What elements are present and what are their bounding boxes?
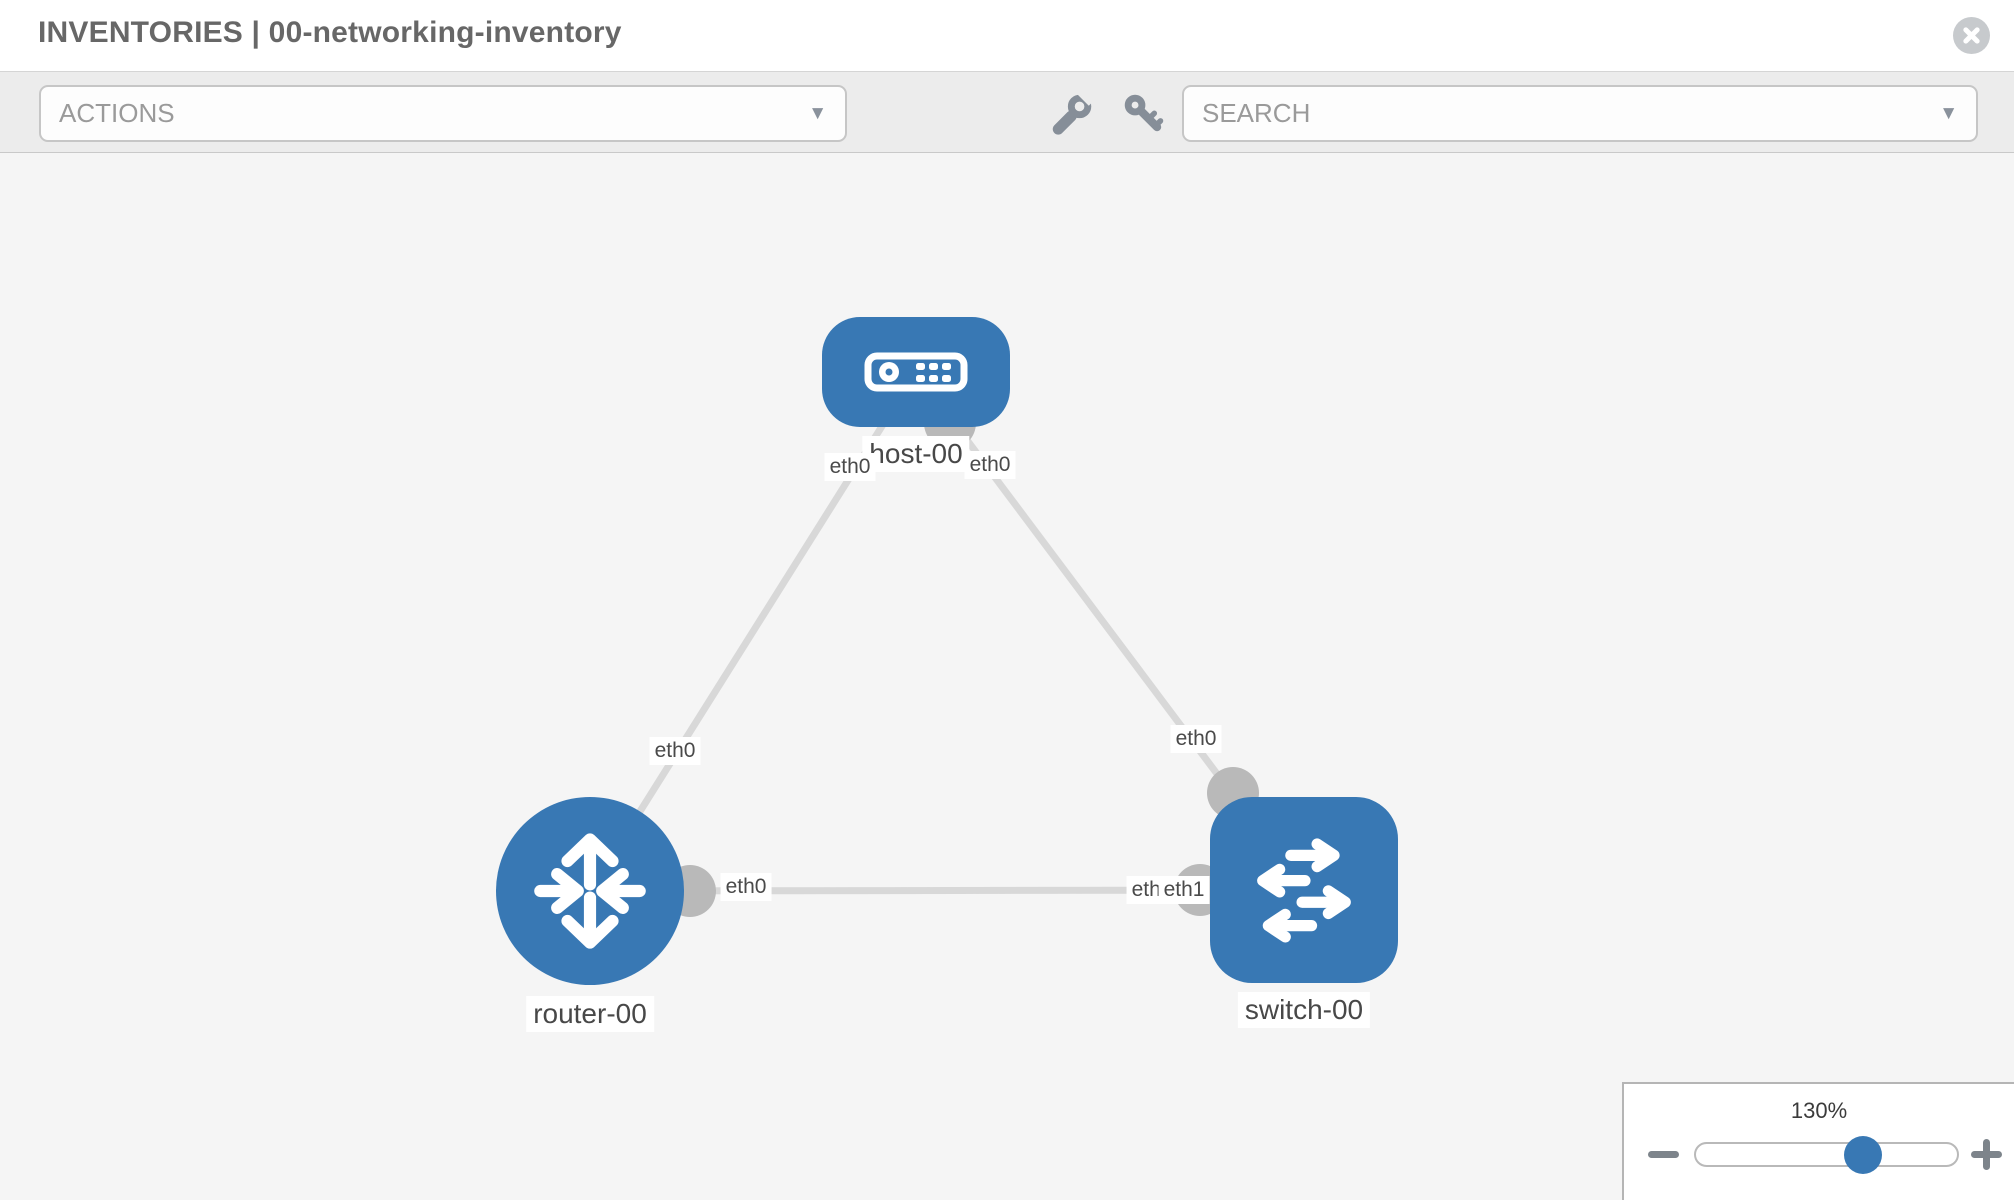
iface-label-switch-eth0-top: eth0 bbox=[1170, 725, 1222, 753]
links-layer bbox=[587, 369, 1307, 917]
iface-label-host-eth0-left: eth0 bbox=[824, 453, 876, 481]
plus-icon-bar bbox=[1983, 1139, 1990, 1170]
page-title: INVENTORIES | 00-networking-inventory bbox=[38, 16, 622, 49]
search-placeholder: SEARCH bbox=[1202, 98, 1311, 128]
iface-label-router-eth0-top: eth0 bbox=[649, 737, 701, 765]
zoom-panel: 130% bbox=[1622, 1082, 2014, 1200]
node-label-switch: switch-00 bbox=[1237, 992, 1371, 1028]
chevron-down-icon: ▼ bbox=[808, 103, 827, 124]
node-switch-00[interactable] bbox=[1210, 797, 1398, 983]
iface-label-host-eth0-right: eth0 bbox=[964, 451, 1016, 479]
plus-icon[interactable] bbox=[1971, 1139, 2002, 1170]
search-dropdown[interactable]: SEARCH ▼ bbox=[1182, 85, 1978, 142]
close-icon[interactable] bbox=[1953, 17, 1990, 54]
wrench-icon[interactable] bbox=[1050, 92, 1094, 136]
chevron-down-icon: ▼ bbox=[1939, 103, 1958, 124]
node-label-host: host-00 bbox=[862, 436, 970, 472]
zoom-row bbox=[1624, 1132, 2014, 1176]
key-icon[interactable] bbox=[1122, 92, 1166, 136]
zoom-slider-thumb[interactable] bbox=[1844, 1135, 1883, 1174]
topology-canvas[interactable]: host-00 router-00 switch-00 eth0 eth0 et… bbox=[0, 153, 2014, 1200]
actions-dropdown-label: ACTIONS bbox=[59, 98, 175, 128]
iface-label-router-eth0-right: eth0 bbox=[720, 873, 772, 901]
actions-dropdown[interactable]: ACTIONS ▼ bbox=[39, 85, 847, 142]
server-icon bbox=[864, 352, 968, 392]
zoom-level-value: 130% bbox=[1790, 1098, 1848, 1123]
switch-arrows-icon bbox=[1257, 838, 1351, 943]
toolbar: ACTIONS ▼ SEARCH ▼ bbox=[0, 71, 2014, 153]
router-arrows-icon bbox=[534, 833, 646, 949]
minus-icon[interactable] bbox=[1648, 1151, 1679, 1158]
node-router-00[interactable] bbox=[496, 797, 684, 985]
header: INVENTORIES | 00-networking-inventory bbox=[0, 0, 2014, 71]
node-host-00[interactable] bbox=[822, 317, 1010, 427]
node-label-router: router-00 bbox=[526, 996, 654, 1032]
iface-label-switch-eth1-left: eth1 bbox=[1158, 876, 1210, 904]
zoom-slider[interactable] bbox=[1694, 1135, 1959, 1174]
